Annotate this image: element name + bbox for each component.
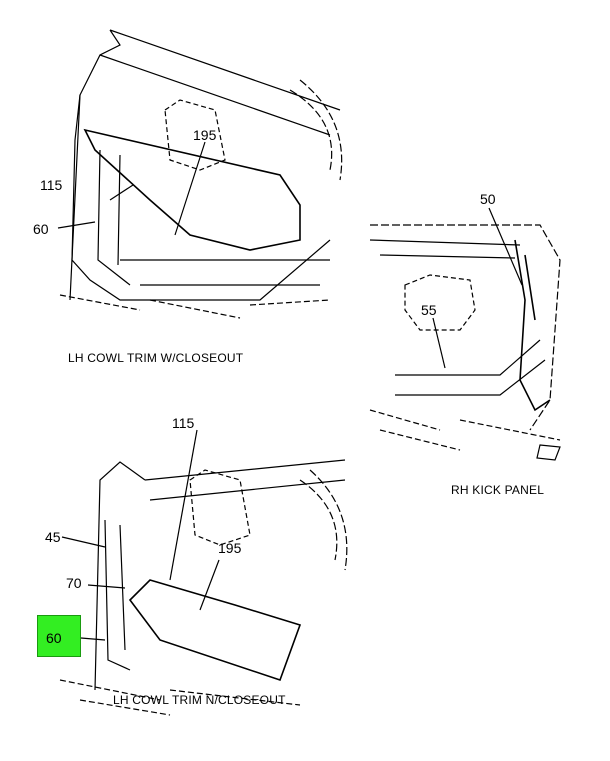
callout-115: 115	[40, 177, 63, 193]
callout-45: 45	[45, 529, 61, 545]
callout-60: 60	[46, 630, 62, 646]
callout-195: 195	[218, 540, 242, 556]
callout-55: 55	[421, 302, 437, 318]
rh-kick-panel-drawing	[369, 207, 561, 461]
lh-cowl-trim-no-closeout-drawing	[59, 429, 348, 716]
callout-70: 70	[66, 575, 82, 591]
view-caption: RH KICK PANEL	[451, 483, 545, 497]
highlighted-callout-60[interactable]: 60	[37, 615, 81, 657]
callout-60: 60	[33, 221, 49, 237]
callout-50: 50	[480, 191, 496, 207]
lh-cowl-trim-closeout-drawing	[57, 29, 343, 319]
view-caption: LH COWL TRIM W/CLOSEOUT	[68, 351, 244, 365]
callout-195: 195	[193, 127, 217, 143]
view-caption: LH COWL TRIM N/CLOSEOUT	[113, 693, 286, 707]
callout-115: 115	[172, 415, 195, 431]
